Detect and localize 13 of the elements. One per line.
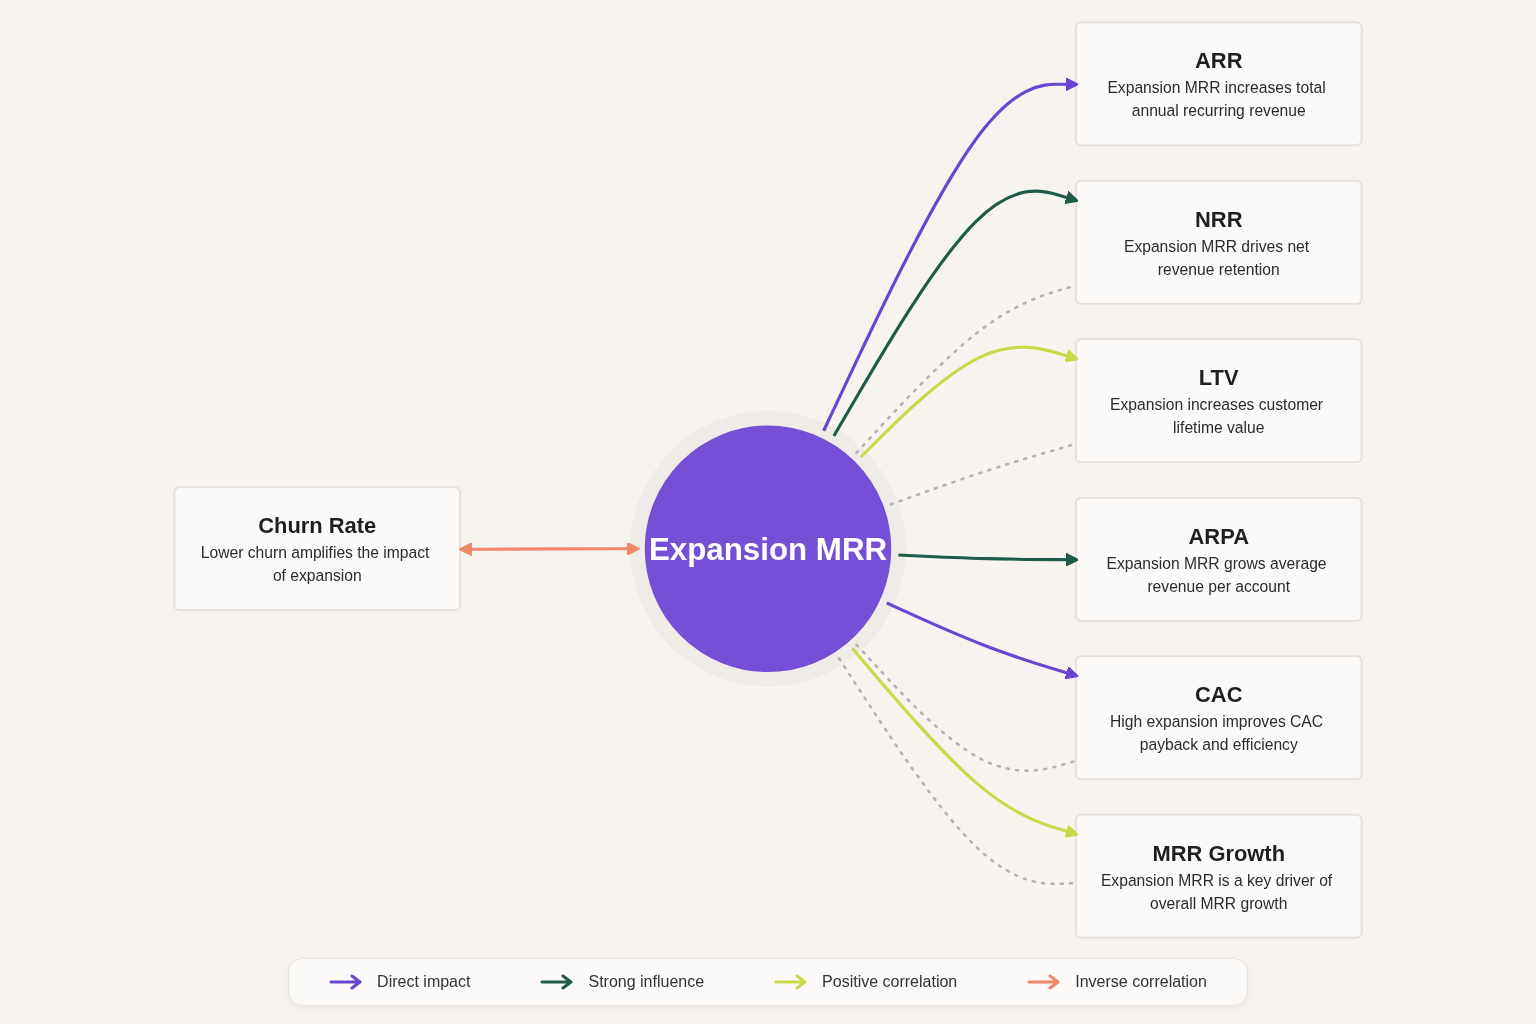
legend-label: Inverse correlation (1075, 973, 1207, 991)
arrow (832, 189, 1079, 437)
legend-label: Strong influence (588, 973, 705, 991)
arrow (851, 647, 1079, 838)
arrow (898, 552, 1080, 567)
legend-label: Positive correlation (822, 973, 958, 991)
arrow (859, 345, 1079, 459)
connector (855, 643, 1078, 772)
node-circle: Expansion MRR (630, 410, 906, 687)
arrow (458, 541, 641, 557)
arrow (886, 601, 1079, 680)
arrow (822, 77, 1080, 432)
legend-label: Direct impact (377, 973, 471, 991)
